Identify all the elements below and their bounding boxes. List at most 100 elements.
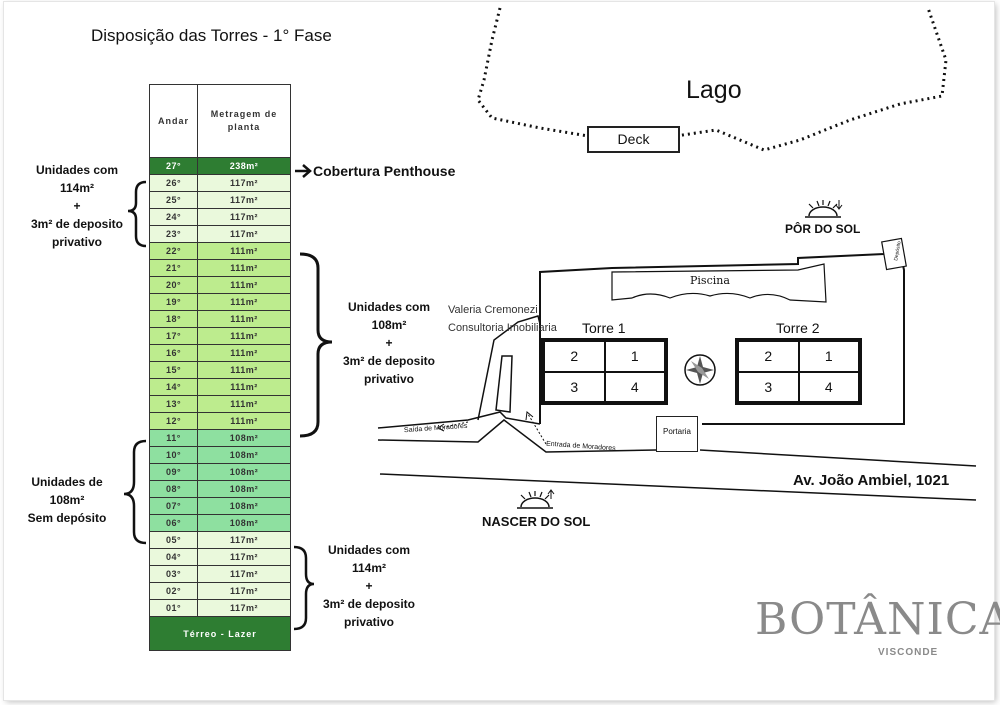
table-row: 23°117m²: [149, 225, 291, 243]
brand-logo: BOTÂNICA: [755, 594, 1000, 645]
lake-outline: [476, 7, 589, 138]
table-row: 15°111m²: [149, 361, 291, 379]
area-cell: 111m²: [197, 412, 291, 430]
table-row: 05°117m²: [149, 531, 291, 549]
ground-floor-cell: Térreo - Lazer: [149, 616, 291, 651]
sunrise-icon: [517, 489, 555, 509]
floor-cell: 11°: [149, 429, 198, 447]
tower2-unit: 4: [798, 371, 859, 402]
tower1-name: Torre 1: [582, 320, 626, 336]
table-row: 02°117m²: [149, 582, 291, 600]
pool-outline: [611, 263, 827, 303]
penthouse-label: Cobertura Penthouse: [313, 163, 456, 179]
ground-floor-row: Térreo - Lazer: [149, 616, 291, 651]
sunset-label: PÔR DO SOL: [785, 222, 861, 236]
avenue-label: Av. João Ambiel, 1021: [793, 472, 950, 489]
floor-cell: 20°: [149, 276, 198, 294]
road-main-top: [699, 449, 977, 467]
tower2: 2 1 3 4: [735, 338, 862, 405]
area-cell: 108m²: [197, 480, 291, 498]
table-row: 17°111m²: [149, 327, 291, 345]
floor-cell: 17°: [149, 327, 198, 345]
access-island: [495, 355, 513, 413]
floor-cell: 26°: [149, 174, 198, 192]
area-cell: 108m²: [197, 446, 291, 464]
floor-cell: 03°: [149, 565, 198, 583]
road-left: [377, 411, 541, 429]
floor-cell: 22°: [149, 242, 198, 260]
floor-cell: 14°: [149, 378, 198, 396]
area-cell: 108m²: [197, 497, 291, 515]
tower2-unit: 1: [798, 341, 859, 372]
table-row: 12°111m²: [149, 412, 291, 430]
road-main-bottom: [379, 473, 977, 501]
area-cell: 111m²: [197, 293, 291, 311]
tower2-unit: 2: [738, 341, 799, 372]
area-cell: 117m²: [197, 225, 291, 243]
table-row: 08°108m²: [149, 480, 291, 498]
lake-label: Lago: [686, 76, 742, 104]
tower1-unit: 2: [544, 341, 605, 372]
gatehouse: Portaria: [656, 416, 698, 452]
brace-low: [123, 439, 147, 545]
table-row: 03°117m²: [149, 565, 291, 583]
floor-cell: 06°: [149, 514, 198, 532]
area-cell: 117m²: [197, 565, 291, 583]
floor-cell: 15°: [149, 361, 198, 379]
area-cell: 117m²: [197, 208, 291, 226]
table-row: 25°117m²: [149, 191, 291, 209]
entry-arrow: [527, 413, 547, 445]
page-title: Disposição das Torres - 1° Fase: [91, 26, 332, 45]
penthouse-arrow-icon: [295, 164, 312, 178]
area-cell: 111m²: [197, 259, 291, 277]
compass-icon: [684, 354, 716, 386]
area-cell: 111m²: [197, 378, 291, 396]
area-cell: 108m²: [197, 514, 291, 532]
floor-cell: 19°: [149, 293, 198, 311]
floor-cell: 05°: [149, 531, 198, 549]
area-cell: 117m²: [197, 599, 291, 617]
table-row: 18°111m²: [149, 310, 291, 328]
brace-mid: [299, 252, 333, 438]
pool-label: Piscina: [690, 274, 730, 287]
area-cell: 117m²: [197, 582, 291, 600]
table-row: 19°111m²: [149, 293, 291, 311]
table-row: 22°111m²: [149, 242, 291, 260]
table-row: 09°108m²: [149, 463, 291, 481]
table-row: 10°108m²: [149, 446, 291, 464]
floor-cell: 23°: [149, 225, 198, 243]
floor-cell: 25°: [149, 191, 198, 209]
corner-box: [881, 237, 907, 271]
table-row: 13°111m²: [149, 395, 291, 413]
tower2-unit: 3: [738, 371, 799, 402]
floor-cell: 12°: [149, 412, 198, 430]
table-row: 14°111m²: [149, 378, 291, 396]
tower1: 2 1 3 4: [541, 338, 668, 405]
area-cell: 117m²: [197, 548, 291, 566]
area-cell: 108m²: [197, 463, 291, 481]
exit-arrow: [439, 421, 469, 429]
tower1-unit: 3: [544, 371, 605, 402]
tower1-unit: 1: [604, 341, 665, 372]
sunset-icon: [805, 200, 843, 218]
floor-cell: 13°: [149, 395, 198, 413]
floor-cell: 08°: [149, 480, 198, 498]
floor-cell: 18°: [149, 310, 198, 328]
area-cell: 117m²: [197, 531, 291, 549]
brace-bottom: [293, 545, 315, 631]
area-cell: 111m²: [197, 242, 291, 260]
road-lower: [377, 419, 657, 453]
area-cell: 111m²: [197, 344, 291, 362]
area-cell: 111m²: [197, 327, 291, 345]
table-row: 26°117m²: [149, 174, 291, 192]
floor-cell: 02°: [149, 582, 198, 600]
access-lane: [477, 315, 541, 421]
area-cell: 117m²: [197, 174, 291, 192]
table-row: 01°117m²: [149, 599, 291, 617]
brace-top: [127, 180, 147, 248]
